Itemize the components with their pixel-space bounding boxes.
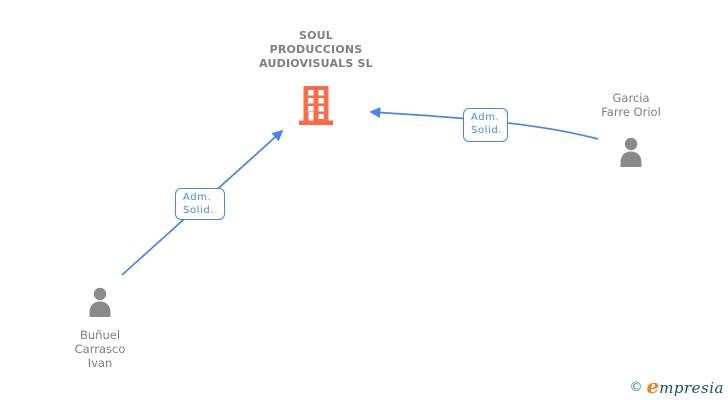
empresia-logo[interactable]: ©empresia <box>629 374 724 398</box>
relation-label-bunuel: Adm. Solid. <box>175 188 225 220</box>
person-name[interactable]: Garcia Farre Oriol <box>601 91 661 119</box>
copyright-icon: © <box>629 380 643 395</box>
person-icon <box>620 137 642 167</box>
person-icon <box>89 287 111 317</box>
company-node[interactable]: SOUL PRODUCCIONS AUDIOVISUALS SL <box>231 29 401 129</box>
person-name[interactable]: Buñuel Carrasco Ivan <box>74 328 126 370</box>
company-name[interactable]: SOUL PRODUCCIONS AUDIOVISUALS SL <box>259 29 373 70</box>
relation-label-garcia: Adm. Solid. <box>463 108 508 142</box>
brand-name: mpresia <box>659 379 724 397</box>
person-node-bunuel[interactable]: Buñuel Carrasco Ivan <box>35 287 165 370</box>
person-node-garcia[interactable]: Garcia Farre Oriol <box>566 91 696 171</box>
building-icon <box>299 86 333 125</box>
brand-initial: e <box>646 374 660 398</box>
